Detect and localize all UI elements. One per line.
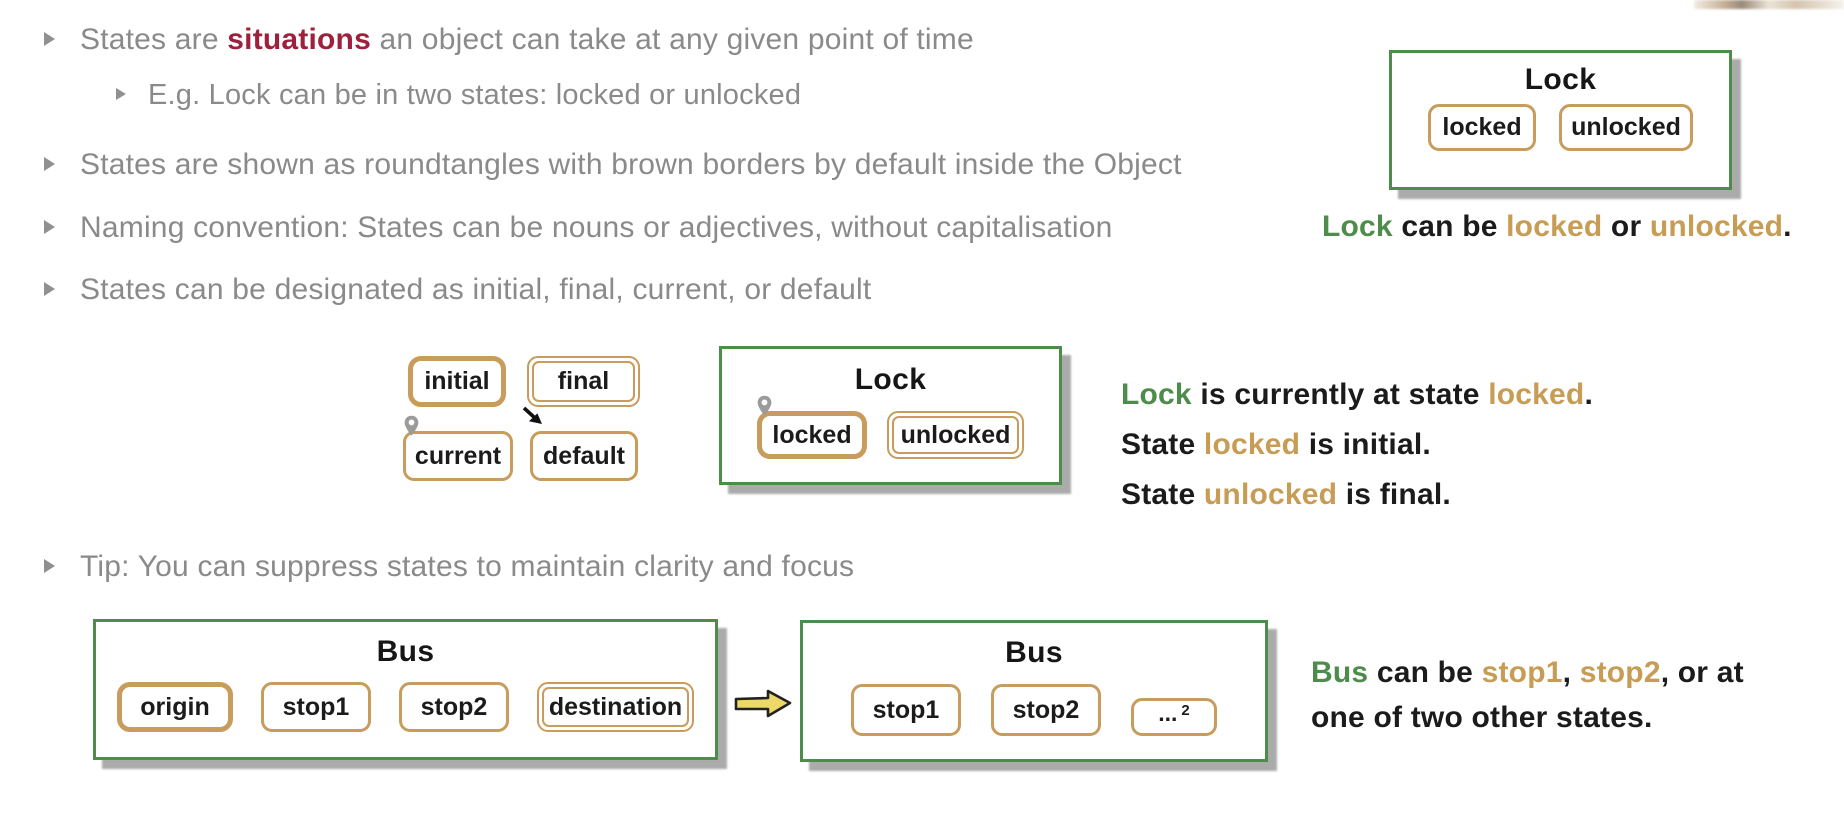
state-default: default xyxy=(522,406,638,481)
object-title: Lock xyxy=(854,363,927,396)
bullet-tip-suppress: Tip: You can suppress states to maintain… xyxy=(44,548,854,585)
state-unlocked: unlocked xyxy=(1559,104,1693,151)
states-row: locked unlocked xyxy=(757,395,1024,459)
state-locked: locked xyxy=(1428,104,1536,151)
bullet-text: Naming convention: States can be nouns o… xyxy=(80,211,1113,244)
lock-object-box-mid: Lock locked unlocked xyxy=(719,346,1062,485)
highlight-situations: situations xyxy=(227,23,371,56)
bus-caption: Bus can be stop1, stop2, or at one of tw… xyxy=(1311,650,1744,740)
bullet-text: Tip: You can suppress states to maintain… xyxy=(80,550,855,583)
default-state-arrow-icon xyxy=(522,406,542,424)
state-stop1: stop1 xyxy=(261,682,371,732)
bullet-text: E.g. Lock can be in two states: locked o… xyxy=(148,79,802,111)
status-line-2: State locked is initial. xyxy=(1121,428,1431,461)
state-current: current xyxy=(403,415,513,481)
corner-image-fragment xyxy=(1694,0,1844,9)
lock-caption: Lock can be locked or unlocked. xyxy=(1322,210,1792,243)
state-final: final xyxy=(527,356,640,407)
object-title: Bus xyxy=(376,635,435,668)
states-row: stop1 stop2 ...2 xyxy=(851,684,1217,736)
bullet-states-definition: States are situations an object can take… xyxy=(44,21,974,58)
state-initial: initial xyxy=(408,356,506,407)
bullet-text: States are shown as roundtangles with br… xyxy=(80,148,1182,181)
state-stop1: stop1 xyxy=(851,684,961,736)
state-stop2: stop2 xyxy=(399,682,509,732)
bullet-designations: States can be designated as initial, fin… xyxy=(44,271,871,308)
bullet-triangle-icon xyxy=(44,32,55,46)
bullet-triangle-icon xyxy=(116,88,126,100)
states-row: origin stop1 stop2 destination xyxy=(117,682,694,732)
bus-object-box-suppressed: Bus stop1 stop2 ...2 xyxy=(800,620,1268,762)
bullet-triangle-icon xyxy=(44,220,55,234)
state-suppressed-ellipsis: ...2 xyxy=(1131,698,1217,736)
bullet-lock-example: E.g. Lock can be in two states: locked o… xyxy=(116,77,801,114)
lock-status-text: Lock is currently at state locked. State… xyxy=(1121,370,1593,520)
states-row: locked unlocked xyxy=(1428,104,1693,151)
object-title: Lock xyxy=(1524,63,1597,96)
state-stop2: stop2 xyxy=(991,684,1101,736)
state-origin-initial: origin xyxy=(117,682,233,732)
bullet-triangle-icon xyxy=(44,282,55,296)
bullet-text: States can be designated as initial, fin… xyxy=(80,273,872,306)
lock-object-box-top: Lock locked unlocked xyxy=(1389,50,1732,190)
bus-caption-line-2: one of two other states. xyxy=(1311,701,1653,734)
status-line-3: State unlocked is final. xyxy=(1121,478,1451,511)
status-line-1: Lock is currently at state locked. xyxy=(1121,378,1594,411)
state-locked-current-initial: locked xyxy=(757,395,867,459)
bus-object-box-full: Bus origin stop1 stop2 destination xyxy=(93,619,718,760)
bullet-naming-convention: Naming convention: States can be nouns o… xyxy=(44,209,1112,246)
transition-arrow-icon xyxy=(734,689,792,718)
current-state-pin-icon xyxy=(757,395,772,416)
bullet-triangle-icon xyxy=(44,559,55,573)
state-unlocked-final: unlocked xyxy=(887,411,1024,459)
bullet-roundtangles: States are shown as roundtangles with br… xyxy=(44,146,1182,183)
bus-caption-line-1: Bus can be stop1, stop2, or at xyxy=(1311,656,1744,689)
bullet-text: States are situations an object can take… xyxy=(80,23,974,56)
suppressed-count: 2 xyxy=(1181,702,1190,719)
current-state-pin-icon xyxy=(404,415,419,436)
state-destination-final: destination xyxy=(537,682,694,732)
bullet-triangle-icon xyxy=(44,157,55,171)
object-title: Bus xyxy=(1005,636,1063,669)
